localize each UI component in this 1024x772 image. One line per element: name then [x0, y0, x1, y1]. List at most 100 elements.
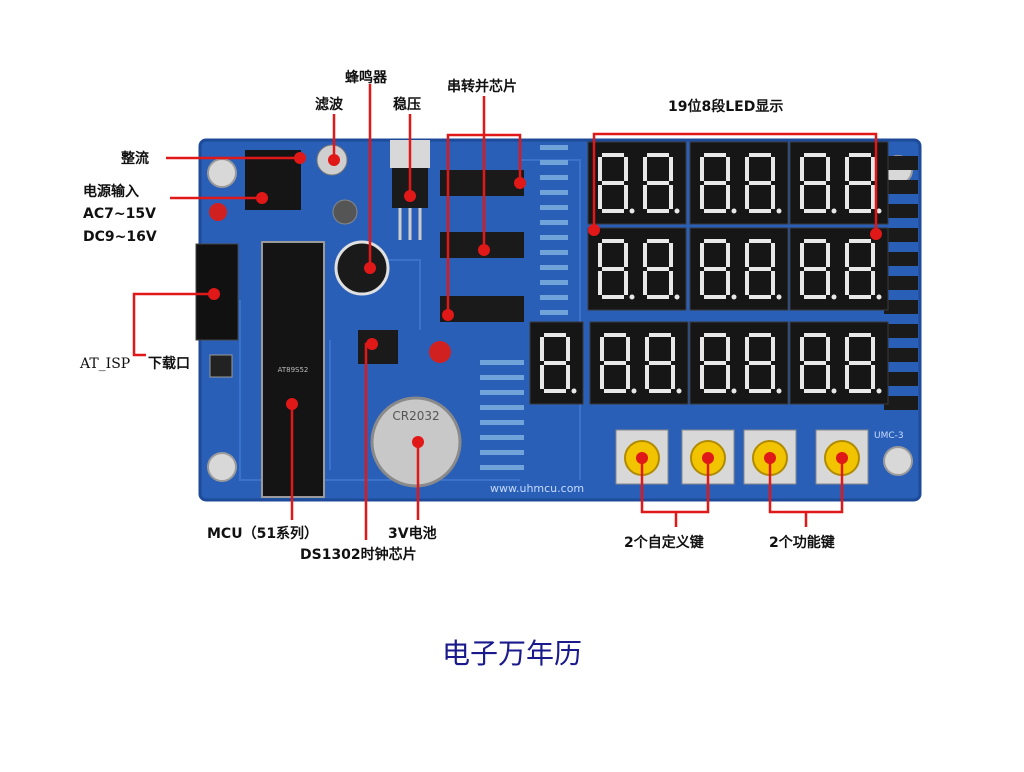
- led-segment: [645, 337, 649, 361]
- led-segment: [626, 337, 630, 361]
- buzzer-component: [334, 240, 390, 296]
- led-segment: [745, 337, 749, 361]
- led-segment: [700, 337, 704, 361]
- led-segment: [704, 209, 726, 213]
- label-isp-suffix: 下载口: [148, 356, 190, 372]
- led-segment: [800, 271, 804, 295]
- led-segment: [600, 337, 604, 361]
- led-segment: [745, 185, 749, 209]
- led-segment: [849, 267, 871, 271]
- led-segment: [871, 157, 875, 181]
- led-segment: [849, 333, 871, 337]
- led-segment: [800, 365, 804, 389]
- label-rectifier: 整流: [121, 151, 149, 167]
- led-segment: [849, 209, 871, 213]
- led-segment: [671, 365, 675, 389]
- led-dot: [831, 388, 837, 394]
- led-segment: [649, 389, 671, 393]
- led-segment: [643, 157, 647, 181]
- led-segment: [643, 243, 647, 267]
- led-segment: [826, 243, 830, 267]
- led-dot: [831, 208, 837, 214]
- led-digit: [800, 239, 837, 300]
- led-dot: [731, 208, 737, 214]
- key-marker: [836, 452, 848, 464]
- led-dot: [629, 294, 635, 300]
- led-segment: [700, 365, 704, 389]
- led-segment: [871, 185, 875, 209]
- led-segment: [849, 181, 871, 185]
- led-segment: [643, 185, 647, 209]
- reset-button: [209, 354, 233, 378]
- led-dot: [831, 294, 837, 300]
- led-segment: [602, 209, 624, 213]
- led-segment: [771, 337, 775, 361]
- label-ac-range: AC7~15V: [83, 206, 156, 222]
- led-segment: [669, 185, 673, 209]
- led-segment: [704, 153, 726, 157]
- led-digit: [598, 153, 635, 214]
- led-segment: [540, 337, 544, 361]
- led-segment: [845, 365, 849, 389]
- led-digit: [645, 333, 682, 394]
- led-segment: [749, 295, 771, 299]
- led-segment: [602, 267, 624, 271]
- led-segment: [624, 271, 628, 295]
- led-dot: [731, 294, 737, 300]
- led-segment: [804, 389, 826, 393]
- led-segment: [849, 361, 871, 365]
- led-segment: [598, 185, 602, 209]
- led-segment: [826, 185, 830, 209]
- led-digit: [540, 333, 577, 394]
- led-segment: [726, 365, 730, 389]
- resistor-array: [480, 145, 568, 470]
- led-dot: [731, 388, 737, 394]
- label-dc-range: DC9~16V: [83, 229, 157, 245]
- status-led: [429, 341, 451, 363]
- led-segment: [771, 365, 775, 389]
- label-custom-keys: 2个自定义键: [624, 535, 704, 551]
- led-segment: [604, 389, 626, 393]
- power-jack: [245, 150, 301, 210]
- led-segment: [849, 295, 871, 299]
- led-segment: [749, 361, 771, 365]
- led-segment: [726, 271, 730, 295]
- led-segment: [871, 337, 875, 361]
- label-function-keys: 2个功能键: [769, 535, 835, 551]
- led-segment: [669, 157, 673, 181]
- led-segment: [598, 243, 602, 267]
- led-display-bank: [529, 141, 889, 405]
- label-clock-chip: DS1302时钟芯片: [300, 547, 417, 563]
- led-digit: [600, 333, 637, 394]
- side-connectors: [884, 156, 918, 410]
- led-segment: [647, 209, 669, 213]
- led-dot: [676, 388, 682, 394]
- led-segment: [726, 157, 730, 181]
- led-segment: [671, 337, 675, 361]
- led-segment: [624, 157, 628, 181]
- led-segment: [626, 365, 630, 389]
- led-segment: [643, 271, 647, 295]
- led-segment: [704, 239, 726, 243]
- key-marker: [702, 452, 714, 464]
- led-segment: [845, 243, 849, 267]
- led-segment: [704, 333, 726, 337]
- led-segment: [540, 365, 544, 389]
- led-dot: [571, 388, 577, 394]
- key-marker: [636, 452, 648, 464]
- led-segment: [624, 185, 628, 209]
- led-segment: [647, 153, 669, 157]
- led-dot: [629, 208, 635, 214]
- mcu-silk: AT89S52: [278, 366, 309, 374]
- label-serial-chip: 串转并芯片: [447, 79, 517, 95]
- led-digit: [643, 153, 680, 214]
- led-segment: [826, 157, 830, 181]
- led-segment: [704, 361, 726, 365]
- led-segment: [598, 157, 602, 181]
- label-buzzer: 蜂鸣器: [345, 70, 387, 86]
- led-dot: [776, 388, 782, 394]
- led-dot: [776, 208, 782, 214]
- led-segment: [669, 271, 673, 295]
